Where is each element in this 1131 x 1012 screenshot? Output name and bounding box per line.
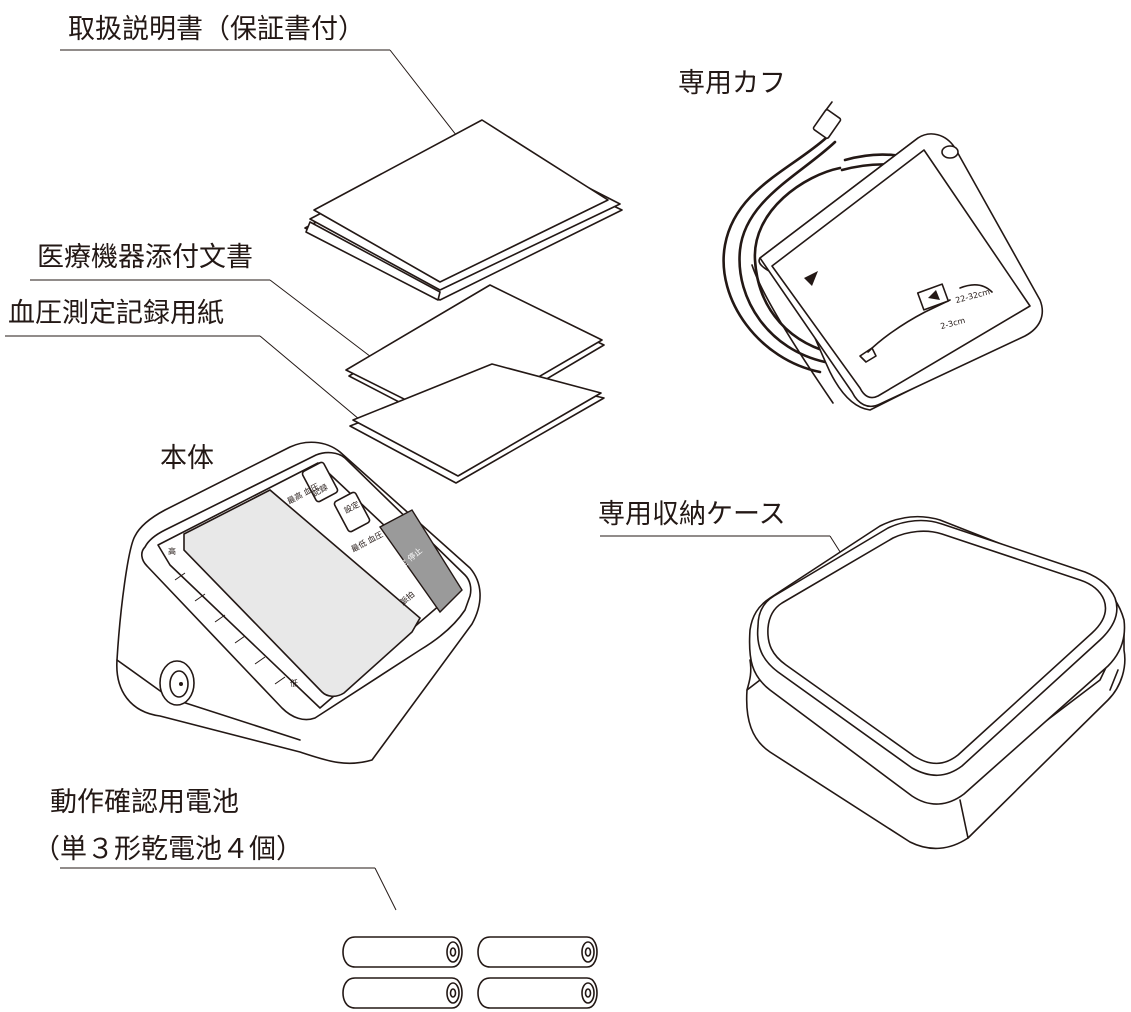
monitor-start-stop-button [378,509,463,614]
label-manual: 取扱説明書（保証書付） [68,14,365,45]
monitor-screen [183,489,422,698]
label-main-unit: 本体 [160,443,214,474]
battery-3 [342,977,463,1009]
cuff-illustration: 22-32cm 2-3cm [722,101,1044,411]
monitor-scale-low: 低 [290,678,298,688]
label-case: 専用収納ケース [598,499,786,530]
record-paper-illustration [349,363,605,484]
battery-2 [477,936,598,968]
monitor-socket [159,660,195,706]
label-device-doc: 医療機器添付文書 [37,242,253,273]
manual-illustration [304,119,623,301]
monitor-set-button [333,491,371,533]
batteries-illustration [342,936,598,1009]
label-cuff: 専用カフ [678,68,786,99]
battery-1 [342,936,463,968]
label-battery-line2: （単３形乾電池４個） [33,834,303,865]
battery-4 [477,977,598,1009]
case-illustration [745,515,1126,850]
monitor-illustration: 記録 設定 測定 停止 最高 血圧 最低 血圧 脈拍 高 低 [116,441,481,765]
monitor-record-button [301,461,339,503]
label-battery-line1: 動作確認用電池 [50,787,239,818]
label-record-paper: 血圧測定記録用紙 [8,298,224,329]
monitor-scale-high: 高 [168,546,176,556]
